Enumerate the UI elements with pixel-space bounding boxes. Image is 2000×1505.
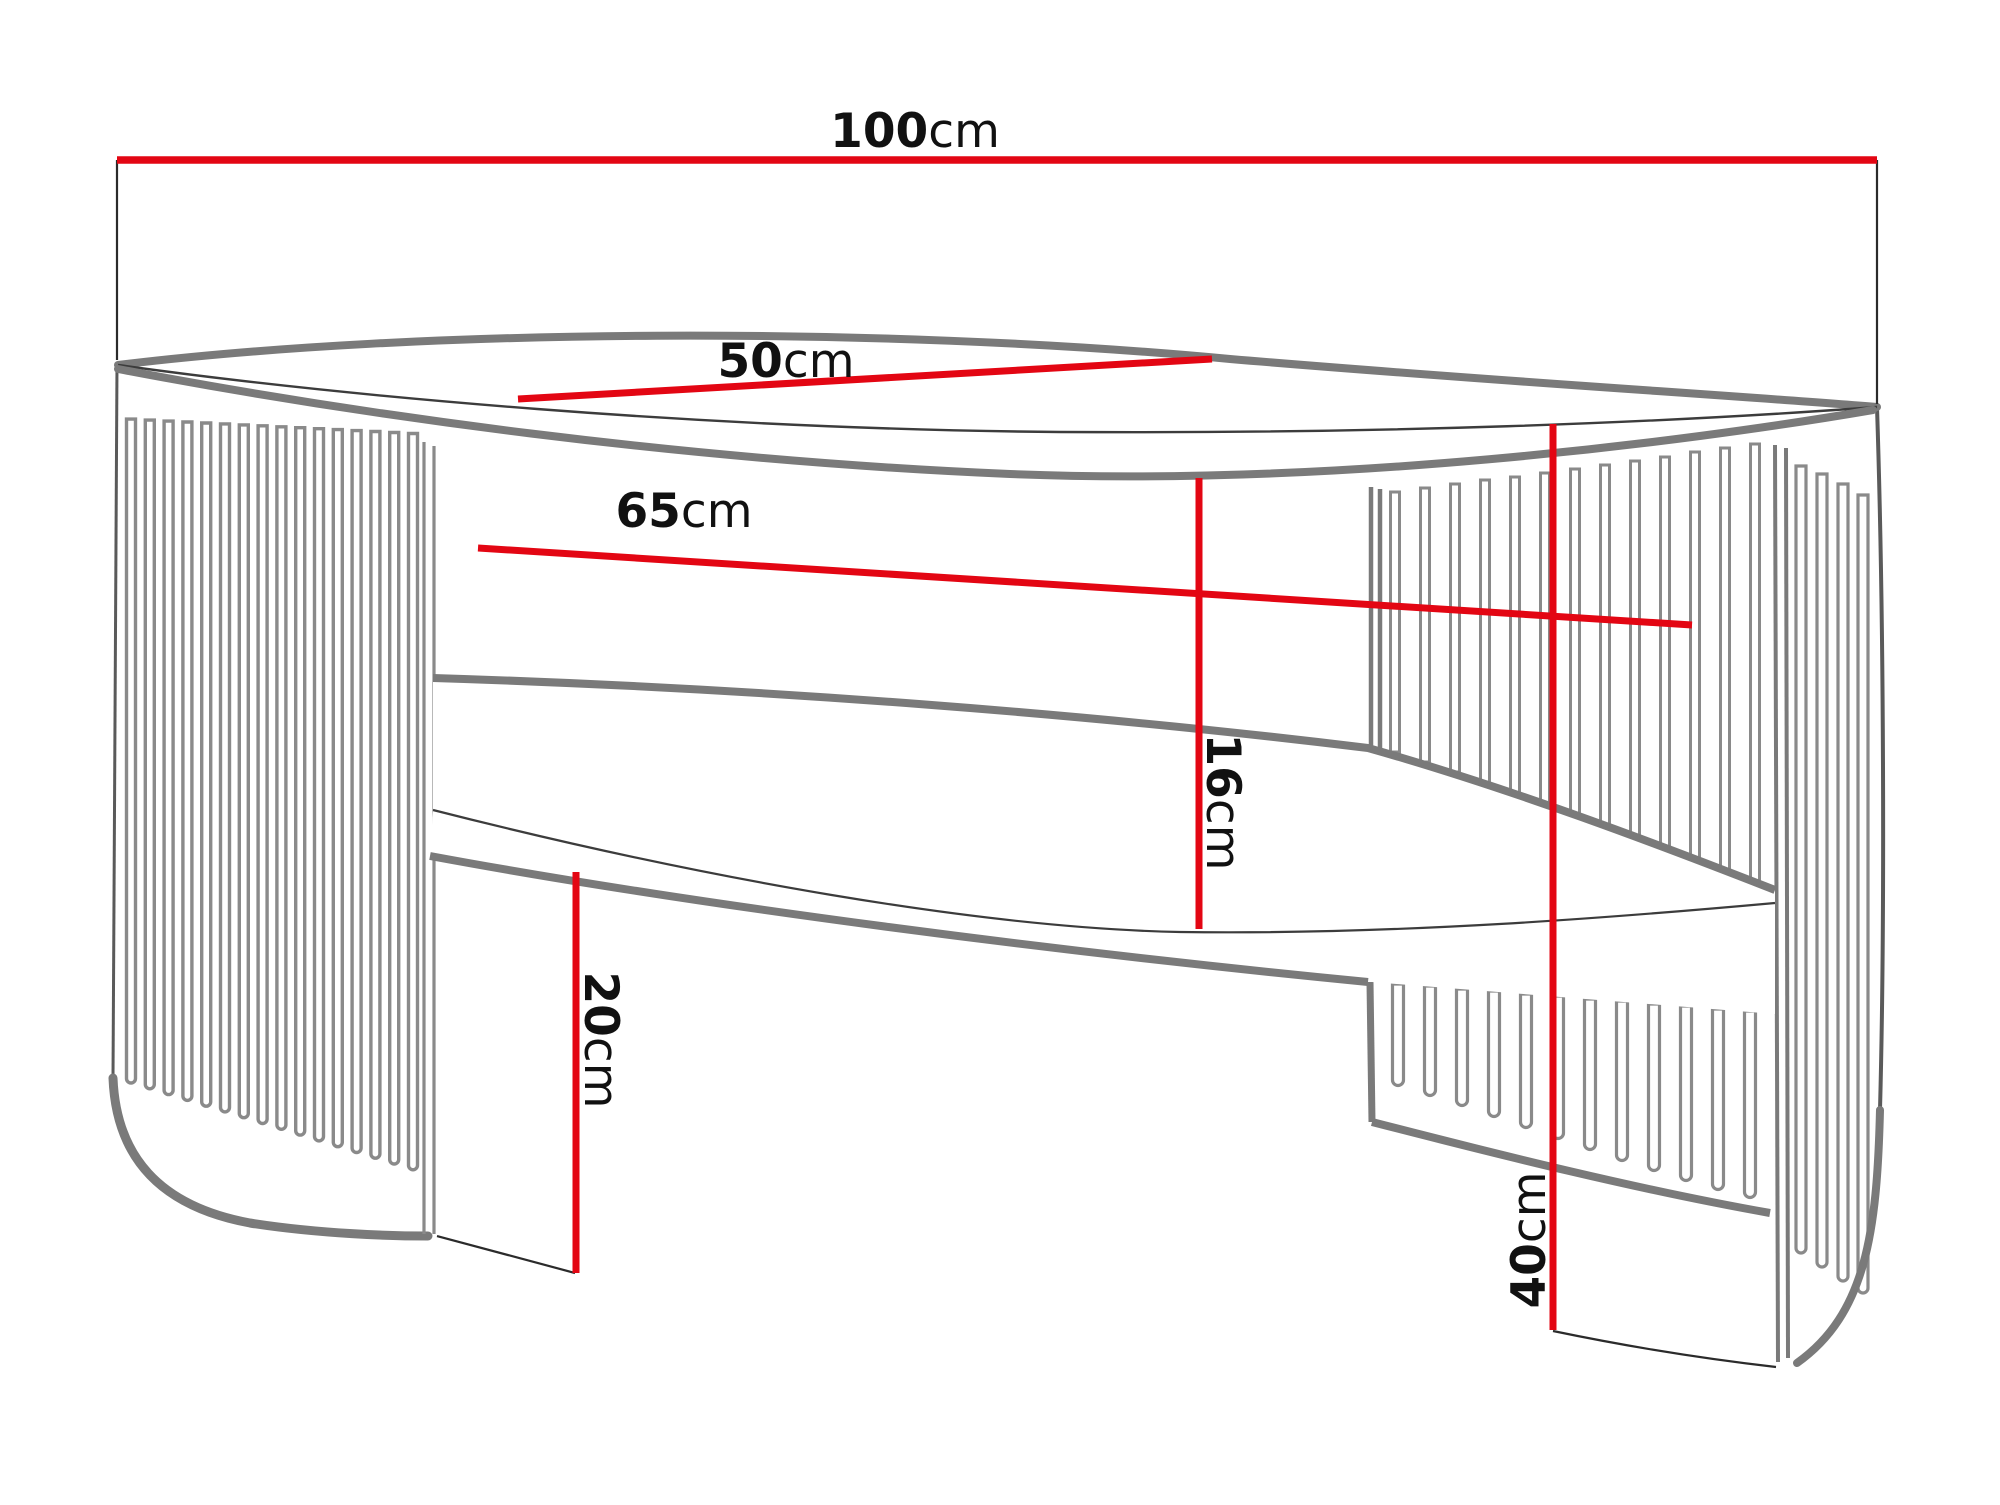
- label-opening-height: 16cm: [1195, 733, 1250, 870]
- tabletop-bottom-edge: [114, 365, 1877, 481]
- left-panel-slats: [124, 417, 420, 1172]
- label-depth: 50cm: [717, 334, 854, 389]
- shelf-back-edge: [432, 674, 1777, 894]
- table-drawing: [108, 331, 1886, 1369]
- dim-line-inner-width: [477, 544, 1693, 629]
- inner-face-bottom-corner: [1366, 981, 1376, 1123]
- table-top: [114, 331, 1881, 481]
- left-side-panel: [108, 362, 436, 1241]
- inner-face-bottom-edge: [1371, 1118, 1771, 1217]
- right-panel-inner-upper-slats: [1389, 442, 1761, 886]
- right-panel-outer-slats: [1794, 464, 1870, 1295]
- right-panel-outer-edge: [1875, 406, 1886, 1111]
- label-total-height: 40cm: [1502, 1171, 1557, 1308]
- shelf-front-bottom-edge: [429, 852, 1369, 986]
- floor-line-left: [436, 1234, 576, 1275]
- floor-line-right: [1552, 1329, 1777, 1369]
- label-width: 100cm: [830, 104, 1000, 159]
- lower-shelf: [429, 674, 1777, 1014]
- tabletop-back-edge: [114, 331, 1881, 411]
- right-side-panel-outer: [1773, 406, 1886, 1367]
- right-panel-outer-bottom: [1793, 1106, 1884, 1367]
- right-panel-inner-lower-slats: [1390, 982, 1758, 1200]
- label-clearance-height: 20cm: [573, 971, 628, 1108]
- panel-thickness-edge: [1773, 444, 1780, 1363]
- panel-thickness-edge-2: [1784, 447, 1790, 1359]
- left-panel-bottom-edge: [108, 1073, 433, 1241]
- label-inner-width: 65cm: [615, 484, 752, 539]
- dim-line-depth: [517, 355, 1213, 403]
- dimension-labels: 100cm 50cm 65cm 16cm 20cm 40cm: [573, 104, 1557, 1309]
- left-panel-outer-edge: [111, 362, 119, 1079]
- tabletop-front-edge: [117, 363, 1878, 434]
- shelf-front-top-edge: [432, 808, 1776, 934]
- dimension-lines: [115, 156, 1879, 1330]
